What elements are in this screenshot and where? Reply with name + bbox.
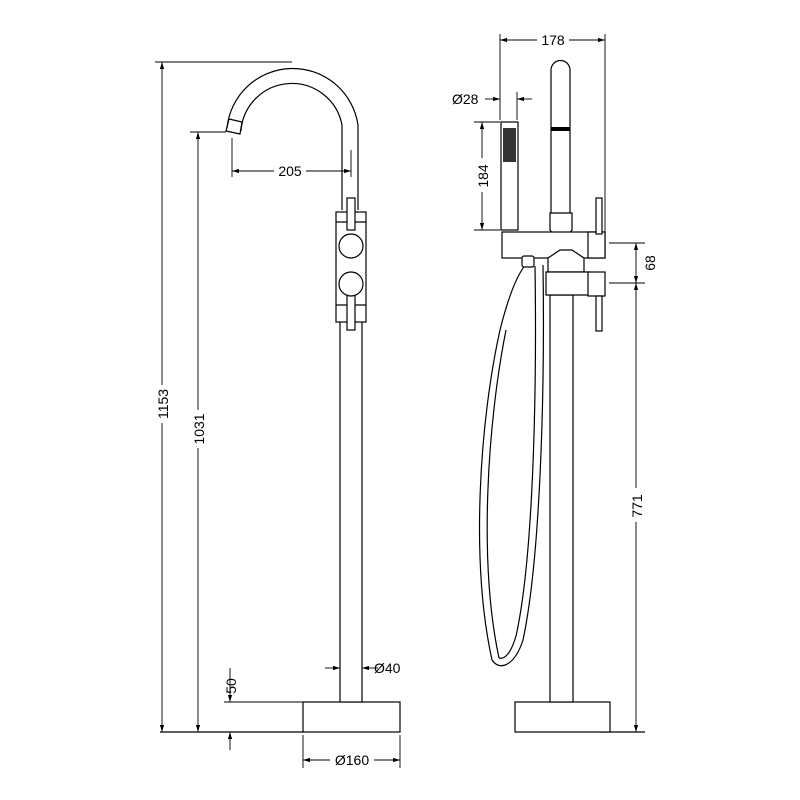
- lower-handle-knob: [338, 271, 364, 297]
- dim-overall-width: 178: [541, 32, 565, 48]
- dim-spout-reach: 205: [278, 163, 302, 179]
- side-view-dimensions: 178 Ø28 184 68 771: [452, 31, 658, 732]
- upper-lever: [595, 197, 603, 235]
- upper-handle: [587, 231, 606, 259]
- lower-lever: [595, 295, 603, 332]
- spout-inner: [240, 82, 343, 210]
- upper-handle-knob: [338, 233, 364, 259]
- dim-stem-diameter: Ø40: [374, 660, 401, 676]
- dim-base-diameter: Ø160: [335, 752, 369, 768]
- dim-spout-height: 1031: [191, 413, 207, 444]
- handshower-nozzle-face: [503, 128, 516, 162]
- dim-total-height: 1153: [155, 389, 171, 419]
- dim-handshower-diameter: Ø28: [452, 91, 479, 107]
- front-view-dimensions: 1153 1031 205 50 Ø40 Ø160: [154, 61, 401, 769]
- hose-connector: [521, 255, 535, 268]
- spout-aerator: [225, 118, 243, 135]
- spout-outer: [226, 67, 359, 210]
- dim-handle-spacing: 68: [642, 255, 658, 271]
- dim-lower-handle-height: 771: [629, 494, 645, 518]
- lower-handle: [587, 271, 606, 297]
- dim-handshower-length: 184: [475, 164, 491, 188]
- front-view-faucet: [160, 67, 401, 733]
- lower-lever: [346, 294, 356, 331]
- base-plate: [302, 701, 401, 733]
- stem: [549, 294, 574, 703]
- dim-base-height: 50: [223, 678, 239, 694]
- base-plate: [514, 701, 611, 733]
- stem: [339, 319, 363, 703]
- upper-lever: [346, 197, 356, 231]
- handshower-holder: [550, 59, 571, 216]
- hose: [478, 261, 529, 661]
- side-view-faucet: [478, 59, 645, 733]
